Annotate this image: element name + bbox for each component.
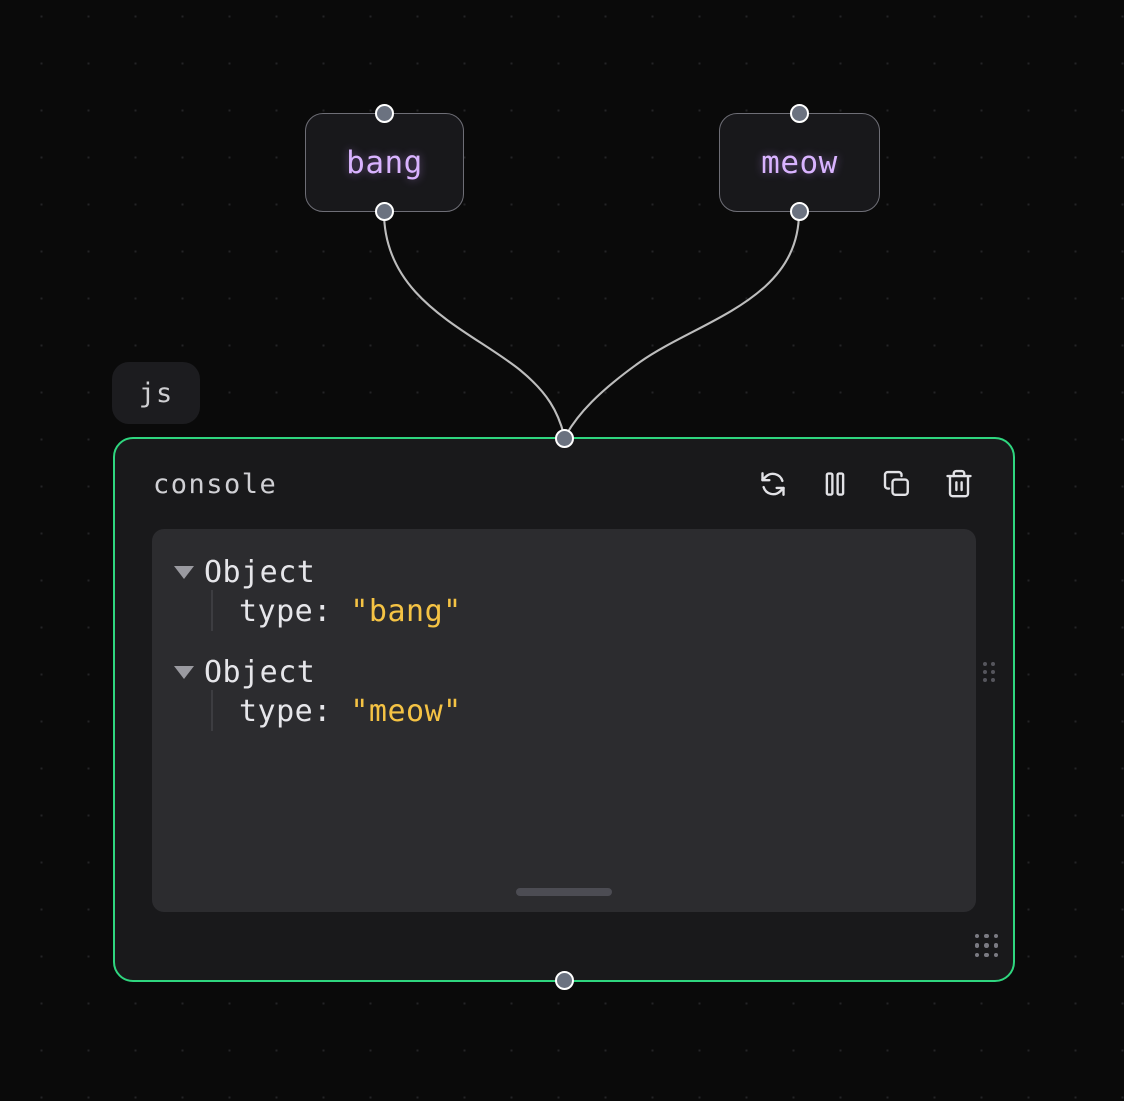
trash-icon[interactable]	[941, 466, 977, 502]
node-meow-source-handle[interactable]	[790, 202, 809, 221]
node-meow-label: meow	[761, 144, 838, 181]
log-entry-label: Object	[204, 555, 316, 590]
node-bang-label: bang	[346, 144, 423, 181]
log-entry-header[interactable]: Object	[174, 555, 976, 590]
node-console-source-handle[interactable]	[554, 971, 574, 990]
js-language-badge[interactable]: js	[112, 362, 200, 424]
log-property-key: type:	[239, 594, 332, 629]
node-bang-source-handle[interactable]	[375, 202, 394, 221]
node-console[interactable]: console	[113, 429, 1015, 990]
console-title: console	[153, 468, 278, 500]
node-meow-target-handle[interactable]	[790, 104, 809, 123]
log-entry-properties: type: "meow"	[211, 690, 976, 731]
chevron-down-icon[interactable]	[174, 566, 194, 579]
chevron-down-icon[interactable]	[174, 666, 194, 679]
resize-handle-corner[interactable]	[974, 933, 998, 957]
log-entry-header[interactable]: Object	[174, 655, 976, 690]
js-language-badge-label: js	[138, 377, 174, 409]
log-property-value: "meow"	[350, 694, 462, 729]
log-entry-properties: type: "bang"	[211, 590, 976, 631]
log-entry[interactable]: Object type: "bang"	[152, 555, 976, 631]
node-console-target-handle[interactable]	[554, 429, 574, 448]
console-actions	[755, 466, 977, 502]
log-property-row: type: "meow"	[239, 694, 976, 729]
log-entry[interactable]: Object type: "meow"	[152, 655, 976, 731]
refresh-icon[interactable]	[755, 466, 791, 502]
edge-meow-to-console	[565, 211, 801, 436]
log-property-row: type: "bang"	[239, 594, 976, 629]
edge-bang-to-console	[382, 211, 566, 436]
console-header: console	[115, 439, 1013, 529]
log-property-key: type:	[239, 694, 332, 729]
node-bang-target-handle[interactable]	[375, 104, 394, 123]
copy-icon[interactable]	[879, 466, 915, 502]
pause-icon[interactable]	[817, 466, 853, 502]
node-meow[interactable]: meow	[719, 104, 880, 221]
node-bang[interactable]: bang	[305, 104, 464, 221]
log-entry-label: Object	[204, 655, 316, 690]
horizontal-scrollbar[interactable]	[516, 888, 612, 896]
log-property-value: "bang"	[350, 594, 462, 629]
console-output[interactable]: Object type: "bang" Object type: "meow"	[152, 529, 976, 912]
resize-handle-right[interactable]	[983, 661, 995, 682]
